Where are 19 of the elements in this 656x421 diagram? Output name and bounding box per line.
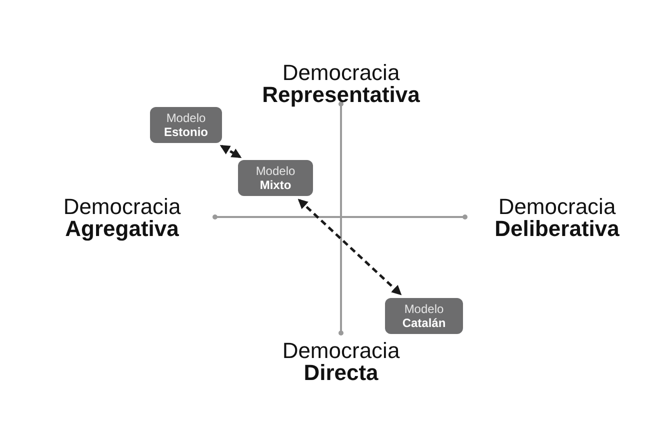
axis-label: Democracia (498, 196, 616, 218)
model-box (385, 298, 463, 334)
axis-label: Democracia (282, 62, 400, 84)
model-label: Catalán (402, 316, 446, 330)
axis-label: Democracia (63, 196, 181, 218)
model-box (150, 107, 222, 143)
double-arrow (220, 144, 242, 158)
double-arrow (298, 198, 402, 296)
model-label: Modelo (404, 302, 444, 316)
model-label: Mixto (260, 178, 292, 192)
axis-label: Representativa (262, 84, 420, 106)
model-box (238, 160, 313, 196)
axis-label: Deliberativa (494, 218, 620, 240)
axis-label: Directa (304, 362, 378, 384)
model-label: Estonio (164, 125, 208, 139)
axis-label: Agregativa (65, 218, 179, 240)
axis-label: Democracia (282, 340, 400, 362)
model-label: Modelo (166, 111, 206, 125)
model-label: Modelo (256, 164, 296, 178)
